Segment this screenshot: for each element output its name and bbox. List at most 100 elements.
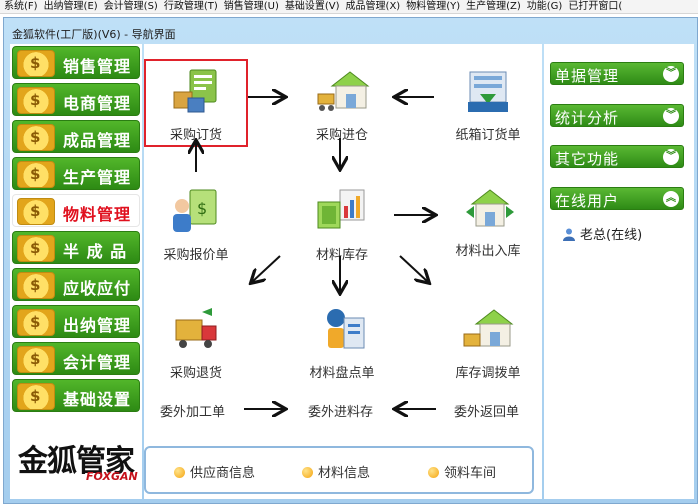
panel-statistics[interactable]: 统计分析 ︾ [550, 104, 684, 127]
outsource-in-link[interactable]: 委外进料存 [308, 405, 374, 420]
purchase-quote-icon: $ [173, 189, 217, 232]
material-info-label: 材料信息 [318, 466, 371, 481]
purchase-order-icon [173, 69, 217, 113]
online-user-entry[interactable]: 老总(在线) [562, 224, 642, 243]
flow-arrows [144, 44, 542, 444]
material-info-link[interactable]: 材料信息 [302, 462, 370, 481]
gear-coin-icon [17, 161, 55, 188]
online-user-name: 老总(在线) [580, 228, 643, 243]
material-check-icon [327, 309, 365, 349]
globe-coin-icon [17, 309, 55, 336]
sidebar-item-accounting[interactable]: 会计管理 [12, 342, 140, 375]
sidebar-item-basic-settings[interactable]: 基础设置 [12, 379, 140, 412]
purchase-in-node[interactable]: 采购进仓 [294, 66, 390, 143]
panel-label: 其它功能 [555, 150, 620, 168]
workflow-area: 采购订货 采购进仓 纸箱订货单 $ [144, 44, 542, 499]
chevron-down-icon: ︾ [663, 149, 679, 165]
coin-icon [17, 272, 55, 299]
material-stock-label: 材料库存 [315, 248, 368, 263]
warehouse-arrows-icon [466, 189, 514, 227]
bullet-icon [174, 467, 185, 478]
sidebar-item-semi-finished[interactable]: 半 成 品 [12, 231, 140, 264]
carton-order-label: 纸箱订货单 [455, 128, 521, 143]
carton-order-icon [468, 71, 508, 112]
purchase-in-label: 采购进仓 [315, 128, 368, 143]
menu-functions[interactable]: 功能(G) [526, 1, 563, 12]
carton-order-node[interactable]: 纸箱订货单 [440, 66, 536, 143]
warehouse-transfer-icon [463, 309, 514, 347]
menu-admin[interactable]: 行政管理(T) [163, 1, 218, 12]
bullet-icon [302, 467, 313, 478]
outsource-return-link[interactable]: 委外返回单 [454, 405, 520, 420]
coin-icon [17, 198, 55, 225]
material-inout-label: 材料出入库 [455, 244, 521, 259]
coin-icon [17, 346, 55, 373]
purchase-return-label: 采购退货 [169, 366, 222, 381]
sidebar-item-label: 会计管理 [63, 353, 132, 372]
sidebar-item-label: 半 成 品 [63, 242, 128, 261]
chevron-down-icon: ︾ [663, 108, 679, 124]
chevron-up-icon: ︽ [663, 191, 679, 207]
material-check-label: 材料盘点单 [309, 366, 375, 381]
warehouse-in-icon [317, 71, 370, 111]
material-stock-icon [317, 189, 365, 229]
sidebar-item-ecommerce[interactable]: 电商管理 [12, 83, 140, 116]
stock-transfer-node[interactable]: 库存调拨单 [440, 304, 536, 381]
sidebar-item-materials[interactable]: 物料管理 [12, 194, 140, 227]
purchase-quote-node[interactable]: $ 采购报价单 [148, 186, 244, 263]
panel-other-functions[interactable]: 其它功能 ︾ [550, 145, 684, 168]
purchase-return-icon [175, 308, 217, 348]
sidebar-item-label: 生产管理 [63, 168, 132, 187]
purchase-return-node[interactable]: 采购退货 [148, 304, 244, 381]
menu-materials[interactable]: 物料管理(Y) [406, 1, 461, 12]
panel-online-users[interactable]: 在线用户 ︽ [550, 187, 684, 210]
menu-accounting[interactable]: 会计管理(S) [103, 1, 158, 12]
clipboard-icon [17, 50, 55, 77]
material-inout-node[interactable]: 材料出入库 [440, 182, 536, 259]
svg-text:$: $ [197, 199, 207, 218]
globe-coin-icon [17, 383, 55, 410]
sidebar-item-label: 电商管理 [63, 94, 132, 113]
sidebar-item-label: 销售管理 [63, 57, 132, 76]
menu-system[interactable]: 系统(F) [4, 1, 38, 12]
purchase-order-node[interactable]: 采购订货 [148, 66, 244, 143]
arrow-stock-to-transfer [399, 255, 428, 282]
picking-workshop-link[interactable]: 领料车间 [428, 462, 496, 481]
menu-bar: 系统(F) 出纳管理(E) 会计管理(S) 行政管理(T) 销售管理(U) 基础… [0, 0, 698, 14]
sidebar-item-label: 出纳管理 [63, 316, 132, 335]
menu-basic-settings[interactable]: 基础设置(V) [284, 1, 340, 12]
window-title: 金狐软件(工厂版)(V6) - 导航界面 [12, 28, 176, 41]
panel-documents[interactable]: 单据管理 ︾ [550, 62, 684, 85]
pencil-coin-icon [17, 124, 55, 151]
menu-production[interactable]: 生产管理(Z) [466, 1, 521, 12]
sidebar-item-label: 物料管理 [63, 205, 132, 224]
panel-label: 统计分析 [555, 109, 620, 127]
supplier-info-link[interactable]: 供应商信息 [174, 462, 255, 481]
sidebar-item-cashier[interactable]: 出纳管理 [12, 305, 140, 338]
menu-cashier[interactable]: 出纳管理(E) [43, 1, 98, 12]
panel-label: 在线用户 [555, 192, 620, 210]
sidebar-item-receivables[interactable]: 应收应付 [12, 268, 140, 301]
quick-links-box: 供应商信息 材料信息 领料车间 [144, 446, 534, 494]
menu-sales[interactable]: 销售管理(U) [223, 1, 279, 12]
outsourcing-link[interactable]: 委外加工单 [160, 405, 226, 420]
foxgan-logo: 金狐管家 FOXGAN [18, 432, 138, 490]
sidebar-item-finished-goods[interactable]: 成品管理 [12, 120, 140, 153]
menu-open-windows[interactable]: 已打开窗口( [568, 1, 623, 12]
user-icon [563, 228, 575, 241]
bullet-icon [428, 467, 439, 478]
stock-transfer-label: 库存调拨单 [455, 366, 521, 381]
material-check-node[interactable]: 材料盘点单 [294, 304, 390, 381]
right-panel: 单据管理 ︾ 统计分析 ︾ 其它功能 ︾ 在线用户 ︽ 老总(在线) [544, 44, 694, 499]
picking-workshop-label: 领料车间 [444, 466, 497, 481]
arrow-stock-to-return [252, 255, 281, 282]
logo-text: 金狐管家 [18, 444, 135, 479]
material-stock-node[interactable]: 材料库存 [294, 186, 390, 263]
sidebar-item-sales[interactable]: 销售管理 [12, 46, 140, 79]
menu-finished-goods[interactable]: 成品管理(X) [345, 1, 401, 12]
clipboard-icon [17, 235, 55, 262]
sidebar-item-production[interactable]: 生产管理 [12, 157, 140, 190]
sidebar: 销售管理 电商管理 成品管理 生产管理 物料管理 半 成 品 应收应付 出纳管 [10, 44, 142, 499]
sidebar-item-label: 成品管理 [63, 131, 132, 150]
